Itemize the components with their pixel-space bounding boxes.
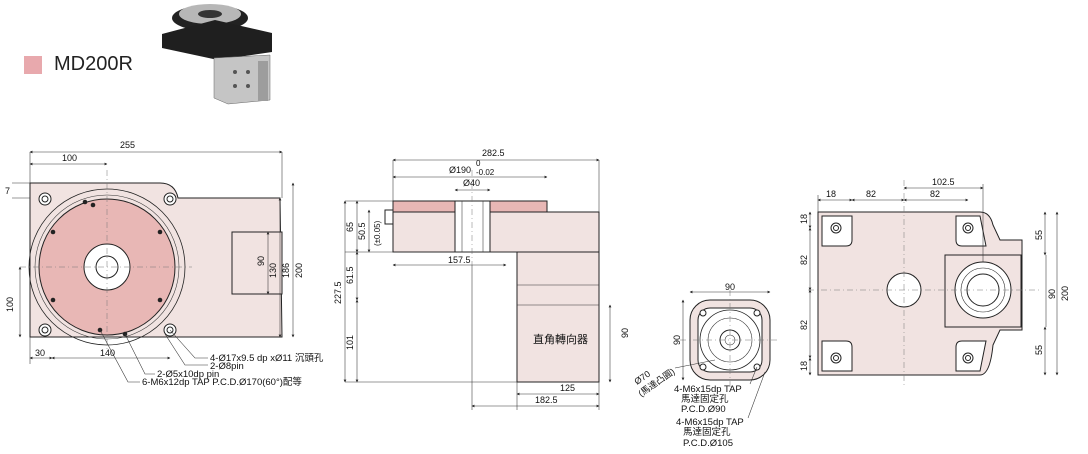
dim-height-186: 186 <box>281 263 291 278</box>
dim-bottom-left-82b: 82 <box>799 320 809 330</box>
dim-bottom-right-55a: 55 <box>1034 230 1044 240</box>
side-view <box>343 158 612 410</box>
dim-d190-tol-lower: -0.02 <box>476 168 495 177</box>
dim-total-282-5: 282.5 <box>482 148 505 158</box>
dim-h101: 101 <box>345 335 355 350</box>
dim-h65: 65 <box>345 222 355 232</box>
dim-motor-left-90: 90 <box>672 335 682 345</box>
dim-d40: Ø40 <box>463 178 480 188</box>
dim-h90: 90 <box>620 328 630 338</box>
dim-d190: Ø190 <box>449 165 471 175</box>
gearbox-label: 直角轉向器 <box>533 332 588 346</box>
dim-side-90: 90 <box>256 256 266 266</box>
dim-bottom-left-82a: 82 <box>799 255 809 265</box>
model-title: MD200R <box>54 53 133 75</box>
dim-bottom-left-18b: 18 <box>799 361 809 371</box>
callout-pcd-90: P.C.D.Ø90 <box>681 404 726 415</box>
dim-top-7: 7 <box>5 186 10 196</box>
model-color-swatch <box>24 56 42 74</box>
callout-motor-hole-105: 馬達固定孔 <box>683 426 731 438</box>
callout-pcd-105: P.C.D.Ø105 <box>683 438 733 449</box>
dim-bottom-140: 140 <box>100 348 115 358</box>
dim-w182-5: 182.5 <box>535 395 558 405</box>
dim-bottom-top-102-5: 102.5 <box>932 177 955 187</box>
dim-bottom-right-55b: 55 <box>1034 345 1044 355</box>
dim-bottom-top-18: 18 <box>826 189 836 199</box>
rotary-table-product-photo <box>162 4 272 105</box>
dim-height-130: 130 <box>268 263 278 278</box>
callout-pin-8: 2-Ø8pin <box>210 361 244 372</box>
motor-flange-view <box>674 290 780 419</box>
callout-motor-hole-90: 馬達固定孔 <box>681 393 729 405</box>
front-view <box>12 150 295 383</box>
bottom-view <box>808 180 1059 385</box>
dim-height-200: 200 <box>294 263 304 278</box>
dim-bottom-30: 30 <box>35 348 45 358</box>
dim-d190-tol-upper: 0 <box>476 159 481 168</box>
callout-tap-90: 4-M6x15dp TAP <box>674 384 742 395</box>
dim-h50-5: 50.5 <box>357 222 367 240</box>
dim-motor-top-90: 90 <box>725 282 735 292</box>
dim-h227-5: 227.5 <box>333 281 343 304</box>
callout-counterbore: 4-Ø17x9.5 dp xØ11 沉頭孔 <box>210 353 324 364</box>
dim-tolerance: (±0.05) <box>373 220 382 246</box>
dim-h61-5: 61.5 <box>345 266 355 284</box>
dim-width-255: 255 <box>120 140 135 150</box>
callout-tap-holes: 6-M6x12dp TAP P.C.D.Ø170(60°)配等 <box>142 376 302 388</box>
dim-offset-100: 100 <box>62 153 77 163</box>
dim-w125: 125 <box>560 383 575 393</box>
dim-bottom-left-18a: 18 <box>799 214 809 224</box>
callout-tap-105: 4-M6x15dp TAP <box>676 417 744 428</box>
dim-left-100: 100 <box>5 297 15 312</box>
callout-pin-5: 2-Ø5x10dp pin <box>157 369 219 380</box>
dim-bottom-right-90: 90 <box>1047 289 1057 299</box>
dim-bottom-top-82: 82 <box>866 189 876 199</box>
dim-w157-5: 157.5 <box>448 255 471 265</box>
dim-bottom-right-200: 200 <box>1060 286 1070 301</box>
dim-bottom-top-82b: 82 <box>930 189 940 199</box>
